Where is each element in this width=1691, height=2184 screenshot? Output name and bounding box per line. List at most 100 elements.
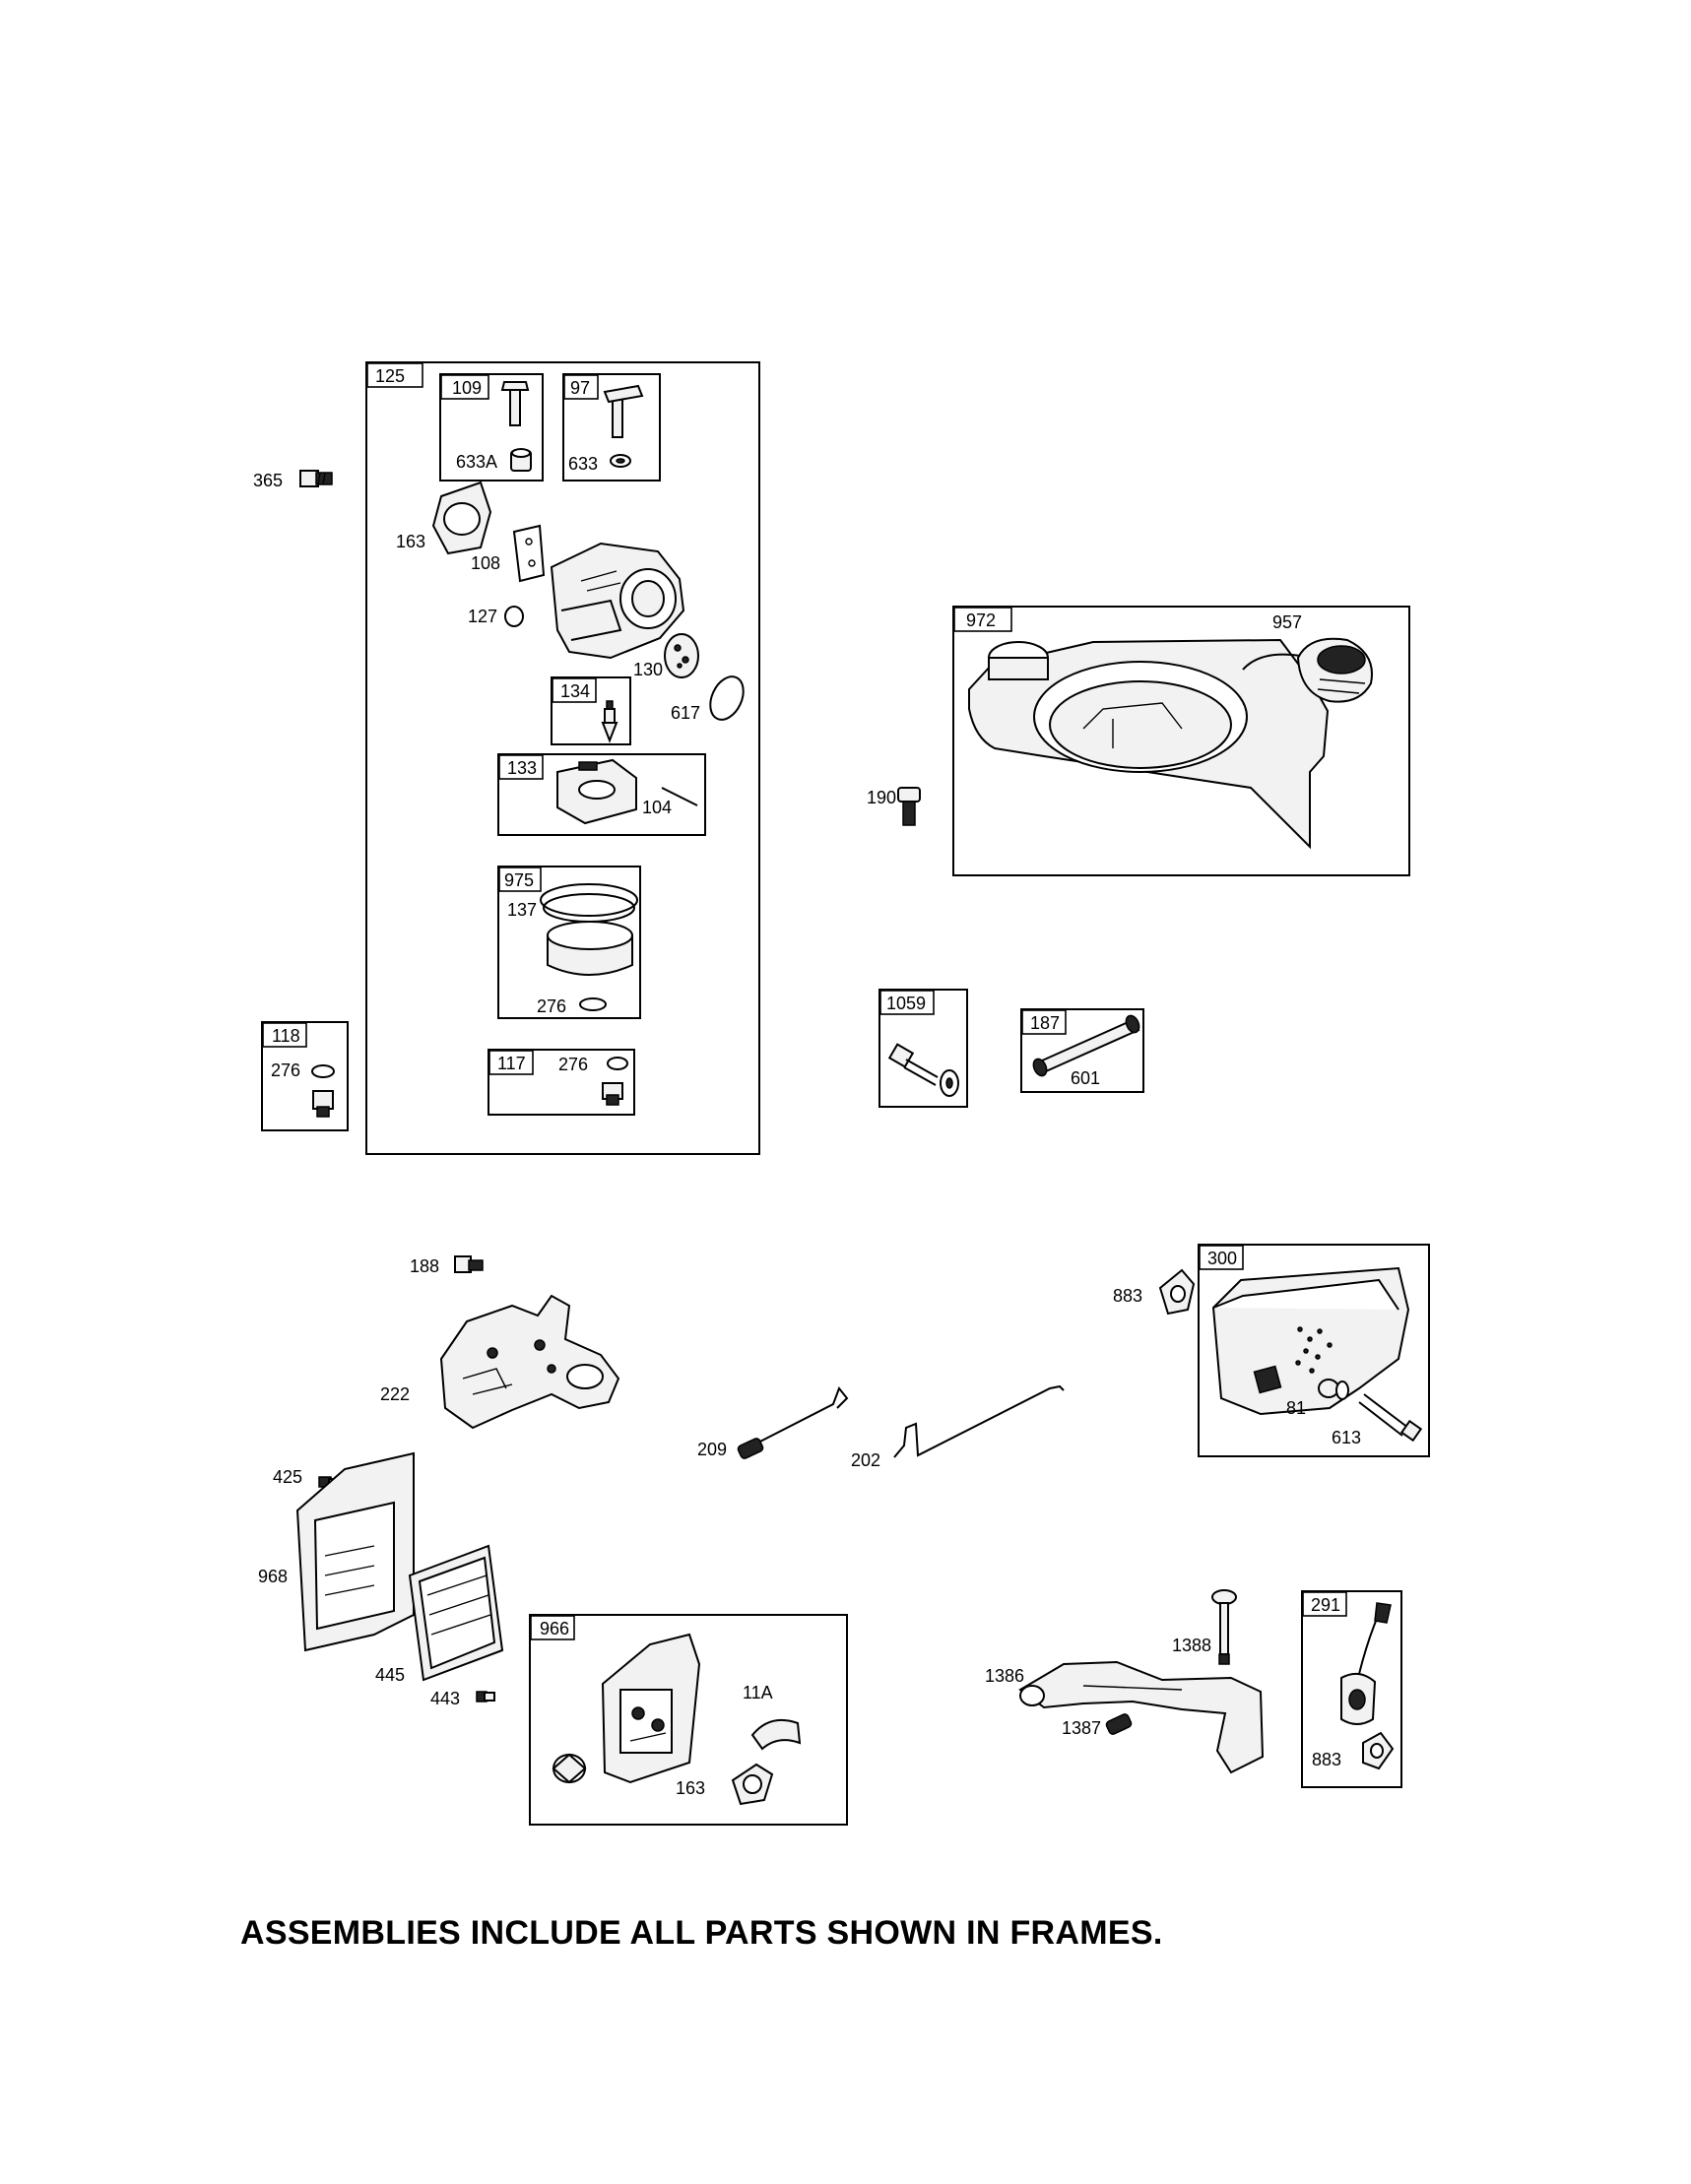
spark-plug-cap-291 [1340, 1602, 1395, 1770]
bracket-222 [439, 1294, 620, 1430]
label-365: 365 [253, 471, 283, 490]
label-1059: 1059 [886, 994, 926, 1013]
frame-966 [529, 1614, 848, 1826]
label-209: 209 [697, 1440, 727, 1459]
frame-975 [497, 866, 641, 1019]
link-202 [893, 1384, 1065, 1458]
label-276-bowl: 276 [537, 996, 566, 1016]
valve-1388 [1211, 1589, 1237, 1665]
label-190: 190 [867, 788, 896, 807]
gasket-163-upper [431, 481, 492, 555]
label-137: 137 [507, 900, 537, 920]
label-134: 134 [560, 681, 590, 701]
frame-133 [497, 753, 706, 836]
throttle-shaft-97 [603, 384, 644, 468]
label-445: 445 [375, 1665, 405, 1685]
muffler-300 [1211, 1266, 1410, 1416]
air-cleaner-base-968 [295, 1451, 415, 1652]
frame-972 [952, 606, 1410, 876]
gasket-163-lower [731, 1763, 774, 1806]
label-968: 968 [258, 1567, 288, 1586]
label-163-lower: 163 [676, 1778, 705, 1798]
label-187: 187 [1030, 1013, 1060, 1033]
fuel-cap-957 [1242, 637, 1373, 703]
label-133: 133 [507, 758, 537, 778]
label-11A: 11A [743, 1683, 773, 1702]
label-163-upper: 163 [396, 532, 425, 551]
choke-shaft-109 [500, 381, 532, 472]
label-118: 118 [272, 1026, 300, 1046]
frame-109 [439, 373, 544, 482]
label-276-117: 276 [558, 1055, 588, 1074]
label-443: 443 [430, 1689, 460, 1708]
label-633A: 633A [456, 452, 497, 472]
pin-104 [661, 787, 698, 806]
label-222: 222 [380, 1384, 410, 1404]
label-81: 81 [1286, 1398, 1306, 1418]
frame-187 [1020, 1008, 1144, 1093]
nut-81 [1318, 1379, 1349, 1400]
label-975: 975 [504, 870, 534, 890]
label-291: 291 [1311, 1595, 1340, 1615]
label-202: 202 [851, 1450, 880, 1470]
breather-tube-1386 [1018, 1660, 1265, 1774]
spring-1387 [1105, 1713, 1133, 1735]
fuel-line-187 [1032, 1014, 1140, 1077]
label-633: 633 [568, 454, 598, 474]
label-97: 97 [570, 378, 590, 398]
frame-134 [551, 676, 631, 745]
label-127: 127 [468, 607, 497, 626]
frame-117 [488, 1049, 635, 1116]
label-125: 125 [375, 366, 405, 386]
fuel-tank-972 [968, 638, 1330, 850]
label-613: 613 [1332, 1428, 1361, 1447]
label-601: 601 [1071, 1068, 1100, 1088]
label-276-118: 276 [271, 1060, 300, 1080]
air-filter-445 [408, 1544, 504, 1682]
spring-209 [737, 1386, 849, 1459]
bowl-screw-118 [311, 1064, 335, 1118]
bolt-washer-1059 [887, 1043, 959, 1097]
float-bowl-975 [540, 883, 638, 1011]
frame-118 [261, 1021, 349, 1131]
bowl-screw-117 [602, 1057, 628, 1106]
gasket-883-muffler [1158, 1268, 1196, 1316]
label-883-291: 883 [1312, 1750, 1341, 1769]
label-109: 109 [452, 378, 482, 398]
label-1386: 1386 [985, 1666, 1024, 1686]
fitting-11A [750, 1719, 802, 1751]
bolt-190 [897, 787, 921, 826]
label-617: 617 [671, 703, 700, 723]
label-425: 425 [273, 1467, 302, 1487]
assemblies-note: ASSEMBLIES INCLUDE ALL PARTS SHOWN IN FR… [240, 1914, 1163, 1952]
float-133 [556, 758, 637, 825]
frame-300 [1198, 1244, 1430, 1457]
label-1388: 1388 [1172, 1636, 1211, 1655]
frame-1059 [878, 989, 968, 1108]
label-188: 188 [410, 1256, 439, 1276]
label-1387: 1387 [1062, 1718, 1101, 1738]
label-117: 117 [497, 1054, 526, 1073]
plate-108 [512, 524, 546, 583]
frame-125 [365, 361, 760, 1155]
label-883-muffler: 883 [1113, 1286, 1142, 1306]
label-130: 130 [633, 660, 663, 679]
label-957: 957 [1272, 612, 1302, 632]
bolt-613 [1358, 1393, 1423, 1443]
ring-617 [709, 675, 745, 721]
label-966: 966 [540, 1619, 569, 1638]
oring-127 [504, 606, 524, 627]
control-bracket-966 [552, 1633, 701, 1784]
frame-291 [1301, 1590, 1402, 1788]
screw-188 [454, 1255, 484, 1273]
label-108: 108 [471, 553, 500, 573]
needle-valve-134 [601, 700, 618, 743]
label-972: 972 [966, 610, 996, 630]
screw-443 [476, 1691, 495, 1702]
diaphragm-130 [664, 633, 699, 678]
label-104: 104 [642, 798, 672, 817]
frame-97 [562, 373, 661, 482]
carburetor-body [550, 542, 685, 660]
